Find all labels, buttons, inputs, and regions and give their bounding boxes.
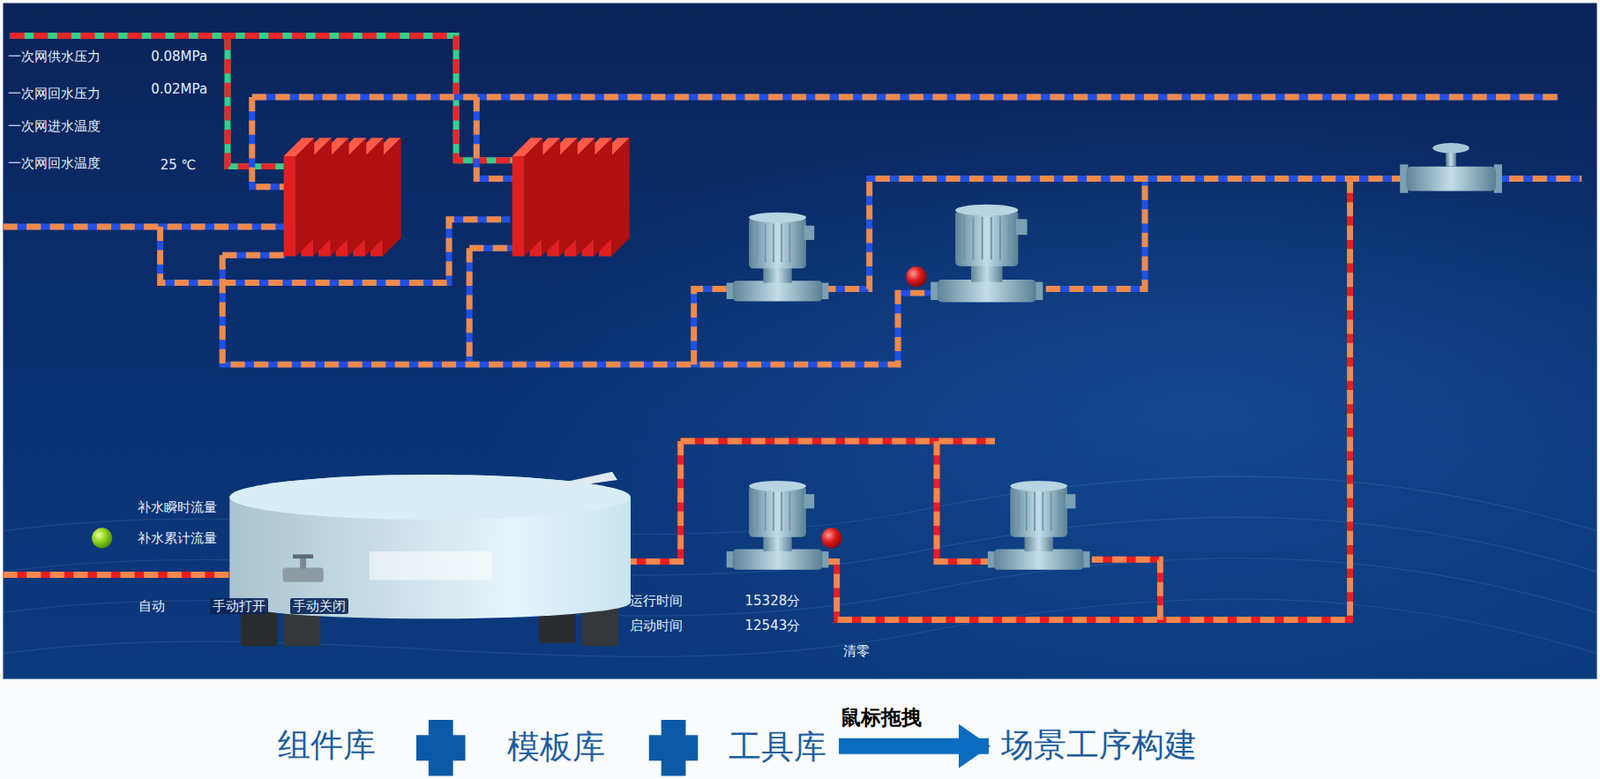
makeup-pump [726, 480, 830, 570]
circulation-pump [726, 212, 830, 302]
readout-label: 0.02MPa [150, 81, 208, 98]
readout-label: 补水瞬时流量 [137, 499, 217, 516]
readout-label: 自动 [138, 598, 165, 614]
readout-label: 手动打开 [209, 598, 269, 614]
step-text: 模板库 [507, 727, 606, 767]
step-text: 场景工序构建 [1001, 725, 1197, 765]
arrow-label: 鼠标拖拽 [838, 705, 924, 729]
readout-label: 15328分 [745, 592, 801, 609]
status-indicator [91, 527, 113, 548]
readout-label: 一次网回水压力 [7, 85, 101, 102]
readout-label: 补水累计流量 [137, 530, 217, 546]
library-step: 场景工序构建 [995, 722, 1203, 769]
readout-label: 0.08MPa [150, 48, 208, 65]
library-step: 模板库 [501, 724, 611, 771]
readout-label: 一次网进水温度 [7, 118, 101, 135]
alarm-indicator [905, 266, 927, 287]
library-step: 工具库 [723, 724, 832, 771]
gate-valve [1399, 142, 1503, 194]
readout-label: 启动时间 [629, 617, 683, 634]
readout-label: 25 ℃ [160, 157, 197, 173]
alarm-indicator [821, 527, 842, 548]
readout-label: 运行时间 [629, 592, 683, 609]
readout-label: 手动关闭 [290, 598, 349, 614]
readout-label: 12543分 [745, 617, 801, 634]
readout-label: 清零 [843, 642, 870, 659]
plus-sign [649, 719, 699, 777]
water-tank [229, 471, 631, 647]
pipes [2, 36, 1582, 621]
step-text: 工具库 [728, 727, 827, 767]
panel-glow [2, 2, 1597, 679]
library-step: 组件库 [272, 722, 382, 769]
readout-label: 一次网供水压力 [7, 48, 101, 65]
circulation-pump [930, 204, 1043, 303]
readout-label: 一次网回水温度 [7, 155, 101, 172]
makeup-pump [987, 480, 1091, 570]
panel-background [2, 2, 1597, 679]
heat-exchanger [284, 137, 402, 256]
drag-arrow [838, 738, 989, 755]
heat-exchanger [512, 137, 630, 256]
step-text: 组件库 [277, 725, 376, 765]
plus-sign [416, 719, 466, 777]
